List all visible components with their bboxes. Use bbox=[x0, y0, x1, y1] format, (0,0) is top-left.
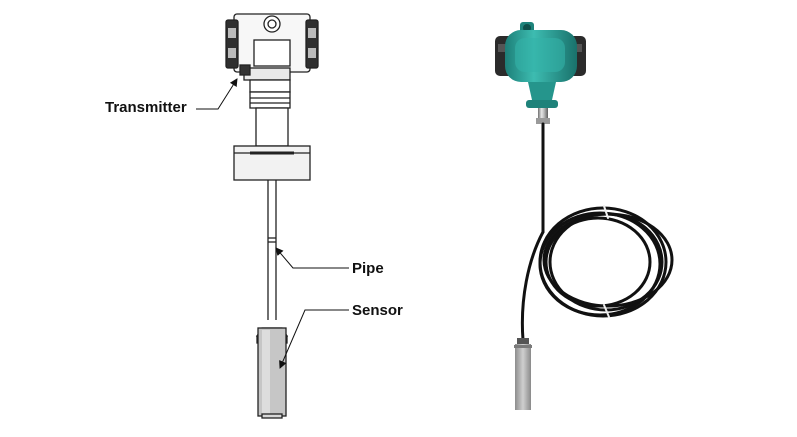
schematic-illustration bbox=[196, 13, 349, 419]
product-photo bbox=[495, 22, 674, 410]
pipe-rod bbox=[267, 180, 277, 320]
pipe-label: Pipe bbox=[352, 260, 384, 277]
transmitter-label: Transmitter bbox=[105, 99, 187, 116]
cable-coil bbox=[520, 122, 674, 342]
sensor-leader bbox=[279, 309, 349, 369]
sensor-label: Sensor bbox=[352, 302, 403, 319]
transmitter-leader bbox=[196, 78, 238, 110]
transmitter-housing bbox=[225, 13, 319, 147]
pipe-leader bbox=[275, 247, 349, 269]
teal-transmitter-housing bbox=[495, 22, 586, 124]
sensor-probe bbox=[255, 327, 289, 419]
mounting-flange bbox=[233, 145, 311, 181]
steel-sensor-probe bbox=[514, 338, 532, 410]
callout-leaders bbox=[196, 78, 349, 369]
